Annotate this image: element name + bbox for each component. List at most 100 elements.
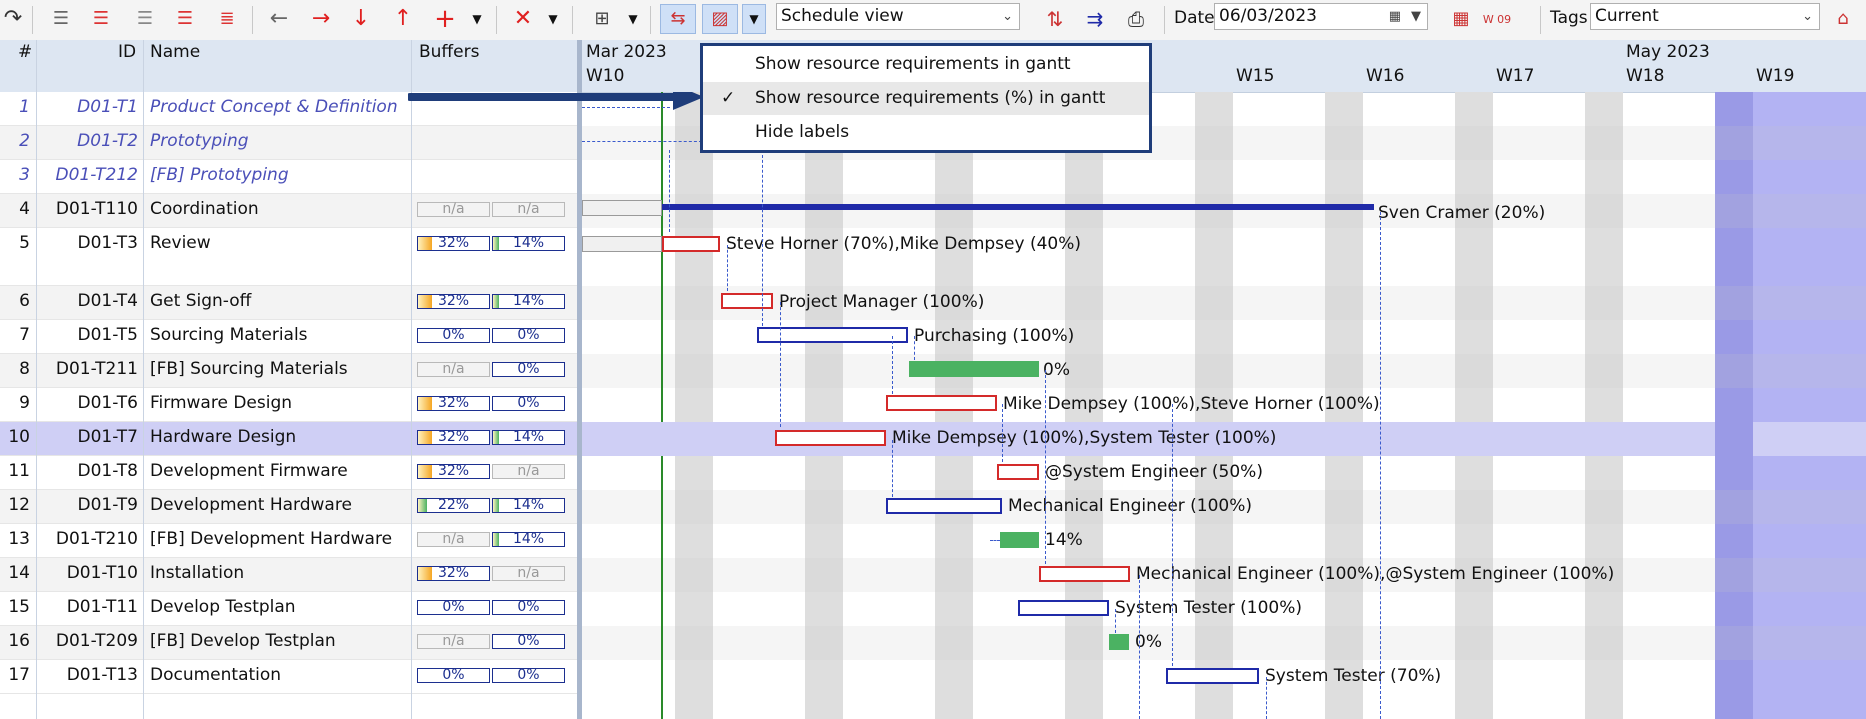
dependency-line [727,245,728,291]
arrow-up-icon[interactable]: ↑ [393,6,413,31]
buffer-indicator: 0% [492,600,565,615]
gantt-bar-development-hardware[interactable] [886,498,1002,514]
delete-dropdown-arrow-icon[interactable]: ▼ [548,12,558,26]
arrow-left-icon[interactable]: ← [269,6,289,31]
date-field[interactable]: 06/03/2023 ▦ ▼ [1214,3,1428,30]
buffer-indicator: n/a [417,532,490,547]
gantt-bar-documentation[interactable] [1166,668,1259,684]
tag-icon[interactable]: ⌂ [1837,8,1849,29]
gantt-bar-sourcing-materials[interactable] [757,327,908,343]
task-id: D01-T11 [66,597,138,617]
col-sep-name[interactable] [411,40,412,719]
gantt-row-stripe [582,626,1866,660]
menu-item-label: Show resource requirements in gantt [755,54,1071,74]
link-tasks-icon[interactable]: ⊞ [594,8,610,29]
resource-display-dropdown-arrow-icon[interactable]: ▼ [742,4,766,34]
chevron-down-icon[interactable]: ▼ [1411,9,1421,24]
menu-item-show-resource-requirements-percent[interactable]: ✓Show resource requirements (%) in gantt [703,82,1149,115]
task-id: D01-T5 [77,325,139,345]
gantt-bar-firmware-design[interactable] [886,395,997,411]
task-id: D01-T3 [77,233,139,253]
outdent-icon[interactable]: ☰ [52,8,70,29]
resource-display-icon[interactable]: ▨ [702,4,738,34]
buffer-indicator: 0% [492,634,565,649]
gantt-bar-coordination[interactable] [662,204,1374,210]
view-select[interactable]: Schedule view⌄ [776,3,1020,30]
buffer-indicator: 0% [417,668,490,683]
collapse-icon[interactable]: ☰ [136,8,154,29]
date-field-value: 06/03/2023 [1219,6,1317,26]
menu-item-show-resource-requirements[interactable]: Show resource requirements in gantt [703,48,1149,81]
add-dropdown-arrow-icon[interactable]: ▼ [472,12,482,26]
buffer-value: 14% [512,497,545,513]
toolbar-separator [32,6,33,34]
buffer-indicator: 32% [417,464,490,479]
delete-icon[interactable]: ✕ [513,6,533,31]
link-dropdown-arrow-icon[interactable]: ▼ [628,12,638,26]
column-header-buffers[interactable]: Buffers [419,42,480,62]
today-calendar-icon[interactable]: ▦ [1452,8,1470,29]
buffer-fill [418,397,432,410]
list-icon[interactable]: ≣ [219,8,235,29]
arrow-down-icon[interactable]: ↓ [351,6,371,31]
month-label-mar: Mar 2023 [586,42,667,62]
col-sep-num[interactable] [36,40,37,719]
gantt-buffer-sourcing-materials[interactable] [909,361,1039,377]
gantt-bar-pre[interactable] [582,200,662,216]
menu-item-hide-labels[interactable]: Hide labels [703,116,1149,149]
buffer-indicator: n/a [417,634,490,649]
indent-icon[interactable]: ☰ [92,8,110,29]
gantt-bar-development-firmware[interactable] [997,464,1039,480]
col-sep-id[interactable] [143,40,144,719]
expand-icon[interactable]: ☰ [176,8,194,29]
column-header-name[interactable]: Name [150,42,201,62]
column-header-num[interactable]: # [18,42,33,62]
row-number: 4 [19,199,30,219]
gantt-buffer-develop-testplan[interactable] [1109,634,1129,650]
gantt-bar-pre[interactable] [582,236,662,252]
schedule-icon[interactable]: ⇉ [1086,7,1104,31]
redo-icon[interactable]: ↷ [3,6,23,31]
add-icon[interactable]: + [434,4,456,34]
gantt-bar-develop-testplan[interactable] [1018,600,1109,616]
gantt-bar-installation[interactable] [1039,566,1130,582]
buffer-value: 32% [437,429,470,445]
gantt-filter-icon[interactable]: ⇆ [660,4,696,34]
buffer-indicator: 14% [492,498,565,513]
gantt-label: Mechanical Engineer (100%) [1008,496,1253,516]
task-name: Firmware Design [150,393,293,413]
arrow-right-icon[interactable]: → [311,6,331,31]
week-number-icon[interactable]: W 09 [1482,4,1512,34]
gantt-bar-review[interactable] [662,236,720,252]
gantt-bar-hardware-design[interactable] [775,430,886,446]
check-icon: ✓ [721,88,736,108]
row-number: 3 [19,165,30,185]
column-header-id[interactable]: ID [118,42,137,62]
print-icon[interactable]: ⎙ [1128,7,1144,31]
grid-gantt-splitter[interactable] [577,40,582,719]
critical-chain-icon[interactable]: ⇅ [1046,7,1064,31]
calendar-icon[interactable]: ▦ [1388,9,1401,24]
gantt-bar-get-sign-off[interactable] [721,293,773,309]
tags-select[interactable]: Current⌄ [1590,3,1820,30]
gantt-buffer-development-hardware[interactable] [1000,532,1039,548]
task-name: Installation [150,563,245,583]
buffer-value: 0% [517,327,540,343]
